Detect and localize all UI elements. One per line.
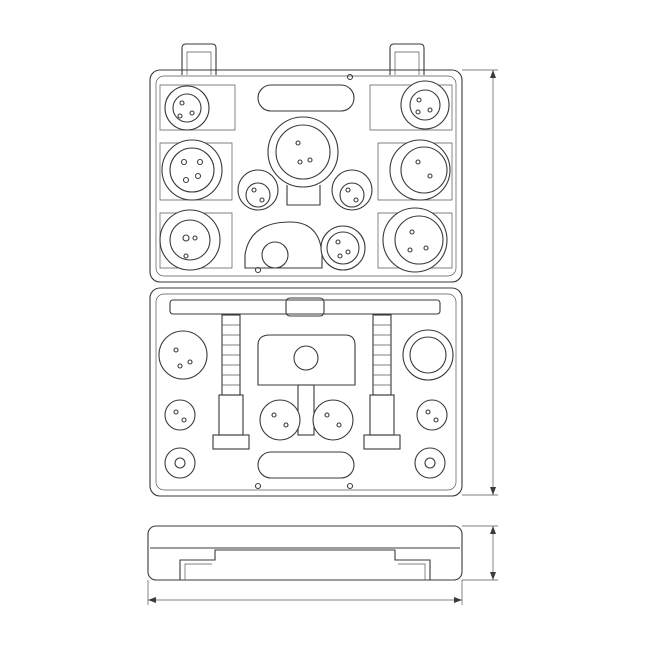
case-side-view <box>147 525 463 581</box>
dimension-height <box>462 69 498 496</box>
spindle-left <box>212 314 250 450</box>
adapter-set-lid <box>159 80 453 273</box>
spindle-right <box>363 314 401 450</box>
dimension-width <box>147 580 463 605</box>
case-latch-right <box>389 43 425 75</box>
case-latch-left <box>181 43 217 75</box>
dimension-depth <box>462 525 498 581</box>
pressure-plate <box>257 334 356 441</box>
case-tray-bottom <box>149 287 463 497</box>
adapter-set-tray <box>158 329 454 479</box>
